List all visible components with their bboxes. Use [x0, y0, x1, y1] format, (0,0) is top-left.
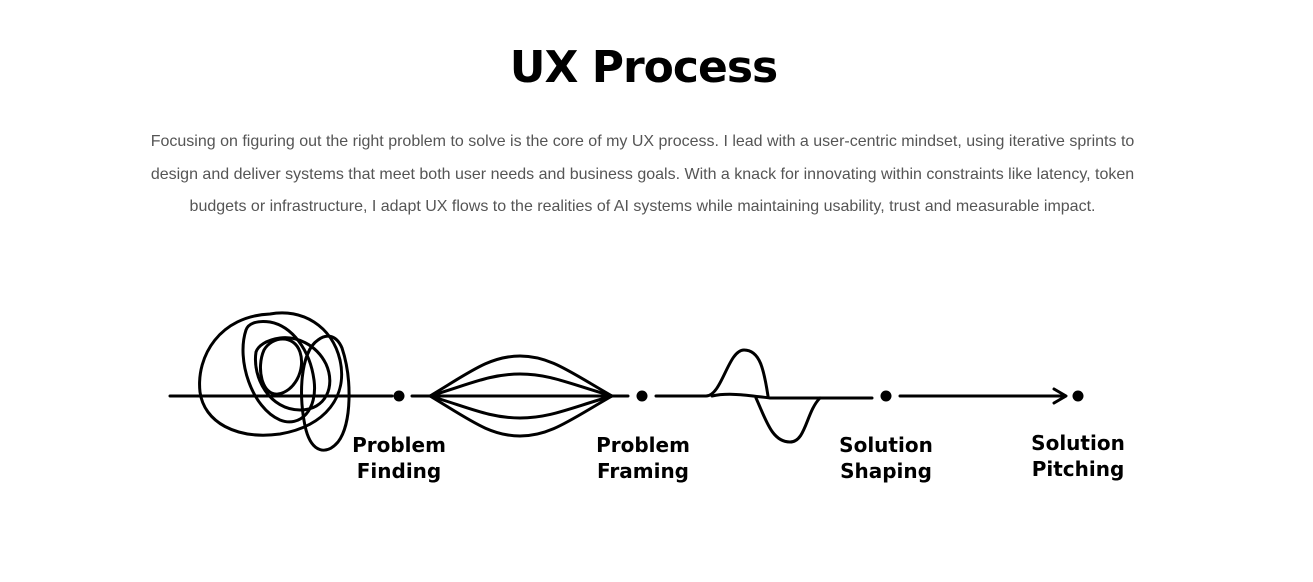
step-label-line-2: Framing [597, 459, 689, 483]
lens-curve-3 [428, 394, 614, 420]
step-label-line-2: Finding [356, 459, 442, 483]
step-label-problem-framing: Problem Framing [563, 432, 723, 484]
scribble-tangle [168, 311, 394, 452]
step-label-line-2: Shaping [840, 459, 932, 483]
lens-curve-4 [428, 394, 614, 438]
step-label-line-1: Solution [1031, 431, 1125, 455]
milestone-dot-problem-framing [636, 390, 648, 402]
wave-lead-line [654, 348, 770, 398]
step-label-solution-pitching: Solution Pitching [998, 430, 1158, 482]
milestone-dot-solution-pitching [1072, 390, 1084, 402]
wave-dip [754, 396, 822, 444]
lens-curve-2 [428, 372, 614, 398]
milestone-dot-problem-finding [393, 390, 405, 402]
wave-main-line [710, 392, 874, 400]
step-label-problem-finding: Problem Finding [319, 432, 479, 484]
step-label-line-1: Solution [839, 433, 933, 457]
shaping-wave [654, 348, 874, 444]
step-label-line-2: Pitching [1031, 457, 1125, 481]
page-title: UX Process [509, 42, 778, 93]
milestone-dot-solution-shaping [880, 390, 892, 402]
scribble-loop-inner-1 [241, 320, 317, 424]
scribble-loop-small [259, 337, 303, 396]
scribble-loop-outer [198, 311, 343, 437]
diverge-converge-lens [410, 354, 630, 438]
scribble-loop-inner-2 [253, 336, 332, 412]
pitching-arrow [898, 387, 1068, 405]
arrow-head [1052, 387, 1068, 405]
intro-paragraph: Focusing on figuring out the right probl… [150, 133, 1135, 215]
step-label-solution-shaping: Solution Shaping [806, 432, 966, 484]
step-label-line-1: Problem [596, 433, 690, 457]
step-label-line-1: Problem [352, 433, 446, 457]
lens-curve-1 [428, 354, 614, 398]
scribble-loop-tall [300, 334, 351, 452]
